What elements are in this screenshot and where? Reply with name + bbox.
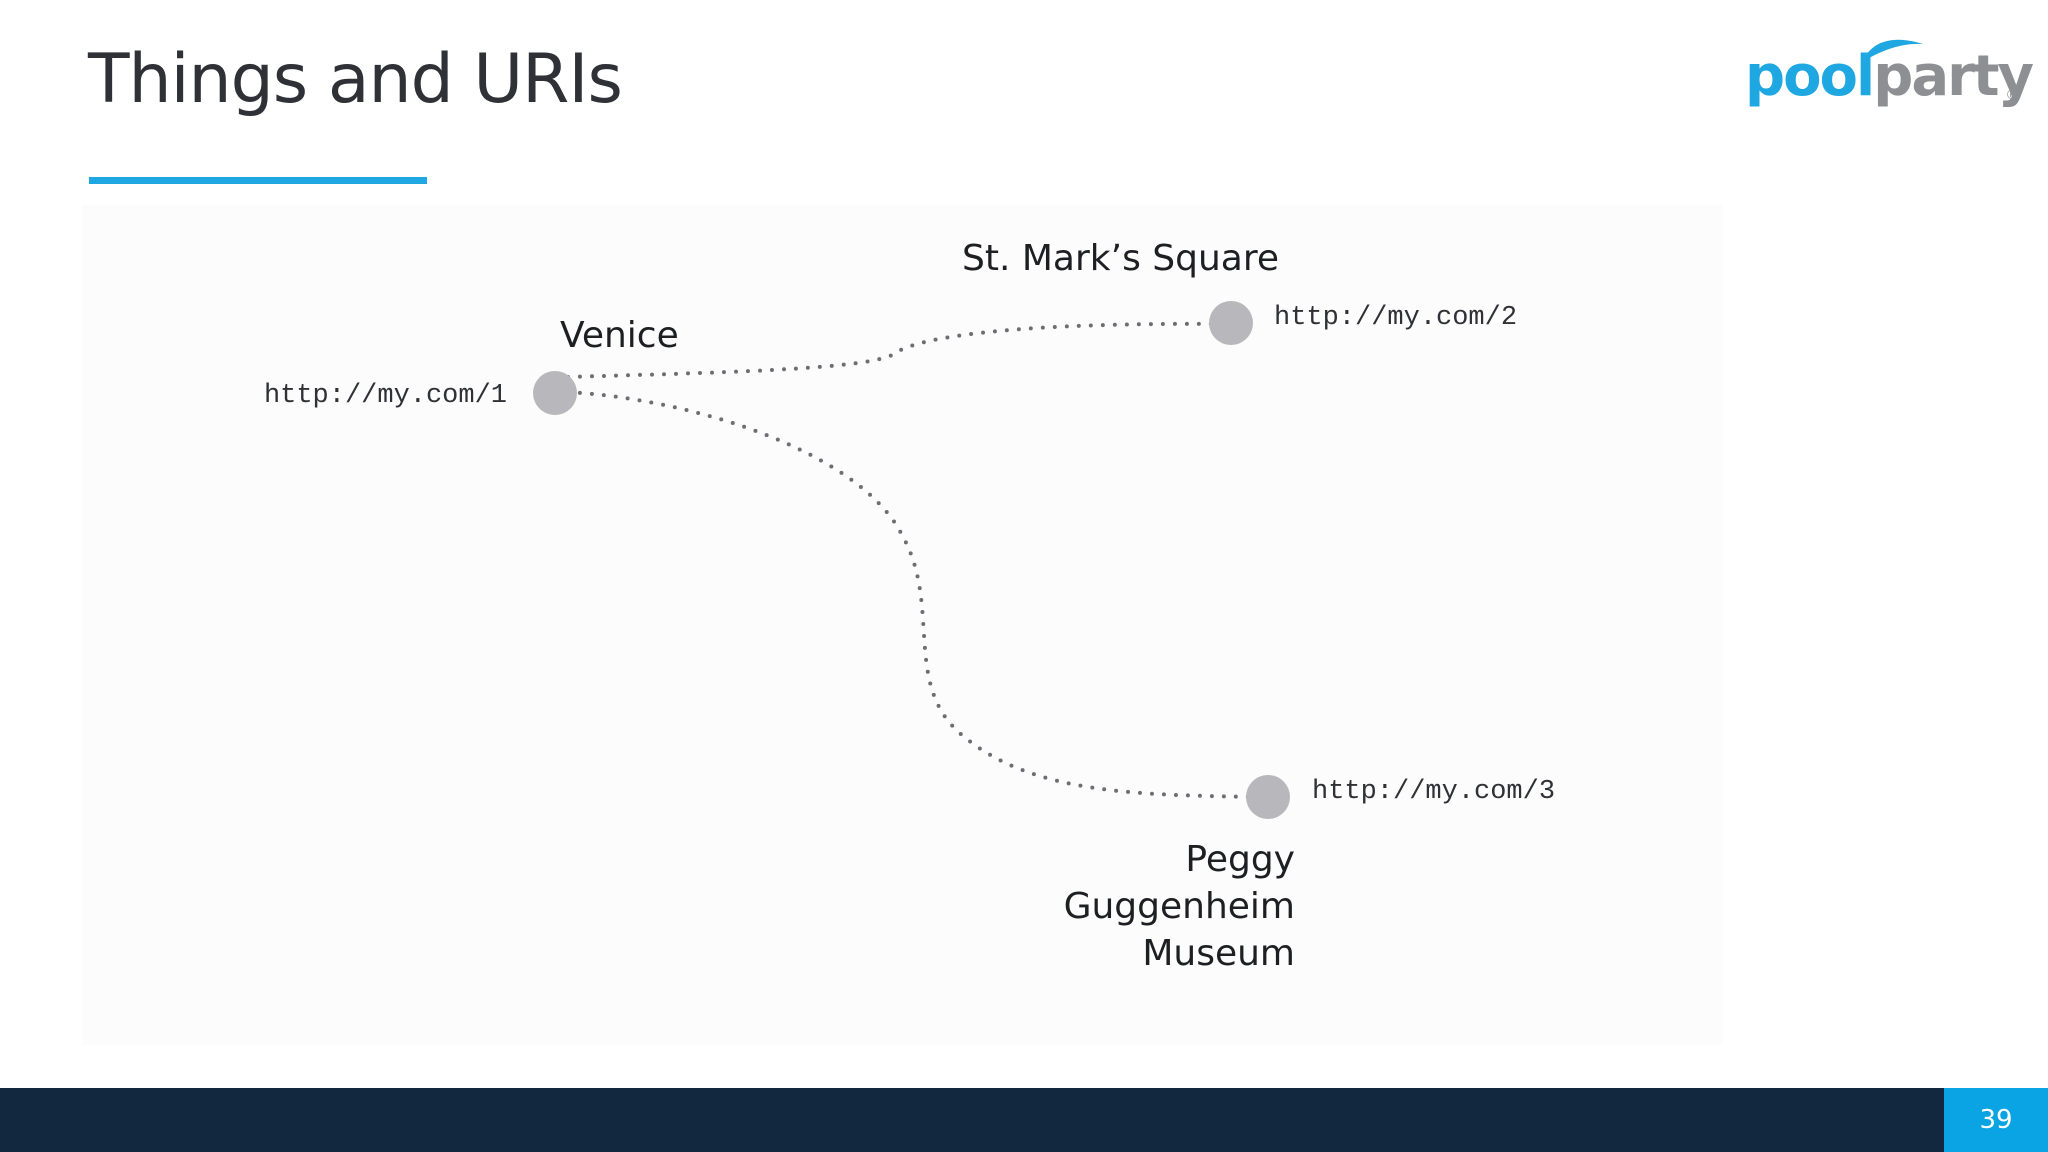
footer-bar — [0, 1088, 2048, 1152]
registered-mark: ® — [2007, 86, 2018, 102]
title-underline — [89, 177, 427, 184]
node-peggy-guggenheim — [1246, 775, 1290, 819]
edge-venice-st-marks — [566, 321, 1234, 379]
label-peggy-line3: Museum — [1142, 933, 1295, 974]
logo-wordmark: poolparty — [1745, 44, 2034, 109]
label-peggy-line2: Guggenheim — [1064, 886, 1295, 927]
node-st-marks-square — [1209, 301, 1253, 345]
label-venice: Venice — [560, 315, 679, 356]
umbrella-icon — [1862, 39, 1923, 62]
label-st-marks-square: St. Mark’s Square — [962, 238, 1279, 279]
label-peggy-line1: Peggy — [1185, 839, 1295, 880]
edge-venice-guggenheim — [566, 390, 1264, 799]
node-venice — [533, 371, 577, 415]
page-number: 39 — [1944, 1088, 2048, 1152]
graph-diagram: Venice St. Mark’s Square Peggy Guggenhei… — [264, 238, 1555, 974]
uri-peggy-guggenheim: http://my.com/3 — [1312, 777, 1555, 807]
diagram-canvas: Venice St. Mark’s Square Peggy Guggenhei… — [82, 205, 1722, 1045]
slide-title: Things and URIs — [88, 40, 623, 119]
uri-venice: http://my.com/1 — [264, 381, 507, 411]
logo-party-text: party — [1873, 44, 2034, 109]
uri-st-marks-square: http://my.com/2 — [1274, 303, 1517, 333]
poolparty-logo: poolparty ® — [1745, 28, 2034, 118]
logo-pool-text: pool — [1745, 44, 1875, 109]
